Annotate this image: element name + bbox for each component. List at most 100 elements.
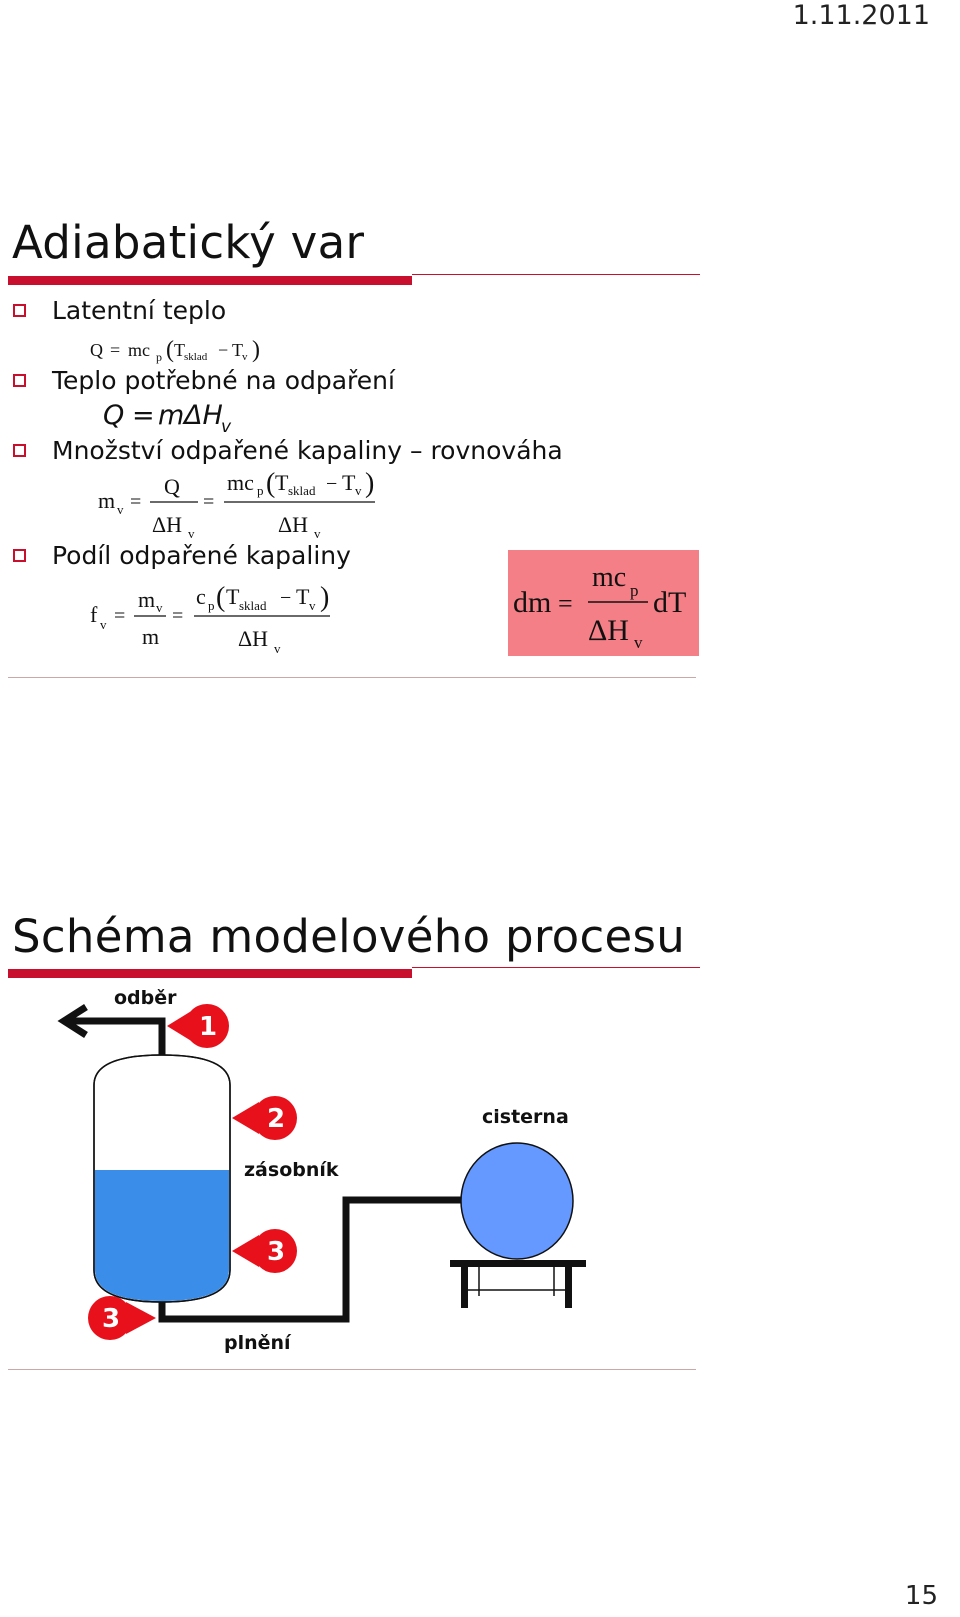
tanker-tank bbox=[460, 1142, 574, 1260]
svg-text:sklad: sklad bbox=[239, 598, 267, 613]
date-header: 1.11.2011 bbox=[792, 0, 930, 31]
label-storage: zásobník bbox=[244, 1159, 339, 1181]
svg-text:T: T bbox=[232, 340, 243, 360]
tank-liquid bbox=[95, 1170, 229, 1301]
svg-text:Q: Q bbox=[103, 400, 124, 431]
bullet-latent-heat: Latentní teplo bbox=[52, 296, 227, 325]
svg-text:m: m bbox=[158, 400, 184, 431]
label-tanker: cisterna bbox=[482, 1106, 569, 1128]
svg-text:sklad: sklad bbox=[288, 483, 316, 498]
svg-text:v: v bbox=[156, 600, 163, 615]
title-rule-thin bbox=[412, 967, 700, 968]
svg-text:): ) bbox=[365, 468, 374, 499]
svg-text:f: f bbox=[90, 602, 98, 627]
svg-text:): ) bbox=[252, 337, 260, 363]
slide1-bottom-rule bbox=[8, 677, 696, 678]
svg-text:v: v bbox=[634, 633, 643, 652]
svg-text:c: c bbox=[196, 584, 206, 609]
svg-text:Q: Q bbox=[90, 340, 103, 360]
svg-text:mc: mc bbox=[128, 340, 150, 360]
svg-text:(: ( bbox=[166, 337, 174, 363]
bullet-square-icon bbox=[13, 549, 26, 562]
svg-text:=: = bbox=[130, 491, 141, 513]
svg-text:(: ( bbox=[266, 468, 275, 499]
outlet-arrow-icon bbox=[57, 1004, 88, 1038]
slide-title-process-scheme: Schéma modelového procesu bbox=[12, 910, 686, 963]
svg-text:v: v bbox=[309, 598, 316, 613]
highlighted-formula-box: dm = mc p ΔH v dT bbox=[508, 550, 699, 656]
svg-text:T: T bbox=[275, 470, 289, 495]
svg-text:−: − bbox=[280, 587, 291, 609]
svg-text:v: v bbox=[242, 351, 248, 363]
svg-text:=: = bbox=[110, 340, 120, 360]
marker-3-lower: 3 bbox=[88, 1296, 156, 1340]
svg-text:3: 3 bbox=[102, 1304, 120, 1334]
svg-text:−: − bbox=[326, 473, 337, 495]
title-rule-thick bbox=[8, 276, 412, 285]
svg-text:(: ( bbox=[216, 582, 225, 613]
svg-text:T: T bbox=[226, 584, 240, 609]
label-filling: plnění bbox=[224, 1332, 292, 1354]
svg-text:v: v bbox=[100, 617, 107, 632]
marker-3-upper: 3 bbox=[232, 1229, 297, 1273]
bullet-square-icon bbox=[13, 374, 26, 387]
tanker-platform bbox=[450, 1260, 586, 1267]
svg-text:T: T bbox=[296, 584, 310, 609]
svg-text:=: = bbox=[203, 491, 214, 513]
svg-text:sklad: sklad bbox=[184, 351, 208, 363]
svg-text:ΔH: ΔH bbox=[182, 400, 223, 431]
svg-text:m: m bbox=[142, 624, 159, 649]
svg-text:ΔH: ΔH bbox=[152, 512, 182, 537]
filling-pipe bbox=[158, 1196, 462, 1323]
svg-text:T: T bbox=[342, 470, 356, 495]
svg-text:−: − bbox=[218, 340, 228, 360]
title-rule-thick bbox=[8, 969, 412, 978]
bullet-square-icon bbox=[13, 444, 26, 457]
svg-text:Q: Q bbox=[164, 474, 180, 499]
svg-text:m: m bbox=[98, 488, 115, 513]
svg-text:1: 1 bbox=[199, 1012, 217, 1042]
svg-text:mc: mc bbox=[227, 470, 254, 495]
svg-text:v: v bbox=[355, 483, 362, 498]
svg-text:3: 3 bbox=[267, 1237, 285, 1267]
svg-text:v: v bbox=[274, 641, 281, 656]
formula-latent-heat: Q = mc p ( T sklad − T v ) bbox=[90, 337, 260, 364]
label-outlet: odběr bbox=[114, 987, 177, 1009]
formula-differential-mass: dm = mc p ΔH v dT bbox=[513, 562, 686, 652]
bullet-evaporated-amount: Množství odpařené kapaliny – rovnováha bbox=[52, 436, 563, 465]
bullet-evaporated-fraction: Podíl odpařené kapaliny bbox=[52, 541, 351, 570]
slide-title-adiabatic-boiling: Adiabatický var bbox=[12, 216, 365, 269]
outlet-pipe bbox=[68, 1017, 166, 1056]
svg-text:v: v bbox=[117, 502, 124, 517]
svg-text:=: = bbox=[558, 589, 573, 618]
svg-text:ΔH: ΔH bbox=[588, 614, 629, 647]
svg-text:p: p bbox=[630, 581, 639, 600]
svg-text:dT: dT bbox=[653, 586, 686, 619]
formula-evaporated-fraction: f v = m v m = c p ( T sklad − T v ) ΔH v bbox=[90, 582, 330, 656]
svg-text:dm: dm bbox=[513, 586, 551, 619]
svg-text:mc: mc bbox=[592, 562, 626, 593]
process-scheme-diagram: odběr zásobník plnění cisterna 1 2 3 3 bbox=[57, 987, 586, 1354]
svg-text:=: = bbox=[172, 605, 183, 627]
svg-text:v: v bbox=[221, 417, 232, 436]
svg-text:): ) bbox=[320, 582, 329, 613]
marker-1: 1 bbox=[167, 1004, 229, 1048]
svg-text:v: v bbox=[314, 526, 321, 541]
svg-text:p: p bbox=[208, 598, 215, 613]
svg-text:v: v bbox=[188, 526, 195, 541]
svg-text:m: m bbox=[138, 587, 155, 612]
bullet-square-icon bbox=[13, 304, 26, 317]
svg-text:=: = bbox=[114, 605, 125, 627]
page-number: 15 bbox=[904, 1581, 938, 1611]
svg-text:p: p bbox=[257, 483, 264, 498]
svg-text:2: 2 bbox=[267, 1104, 285, 1134]
svg-text:ΔH: ΔH bbox=[238, 626, 268, 651]
svg-text:ΔH: ΔH bbox=[278, 512, 308, 537]
bullet-heat-needed: Teplo potřebné na odpaření bbox=[52, 366, 395, 395]
svg-text:=: = bbox=[132, 400, 155, 431]
marker-2: 2 bbox=[232, 1096, 297, 1140]
svg-text:p: p bbox=[156, 350, 162, 364]
svg-text:T: T bbox=[174, 340, 185, 360]
slide2-bottom-rule bbox=[8, 1369, 696, 1370]
formula-evaporated-mass: m v = Q ΔH v = mc p ( T sklad − T v ) ΔH… bbox=[98, 468, 375, 541]
